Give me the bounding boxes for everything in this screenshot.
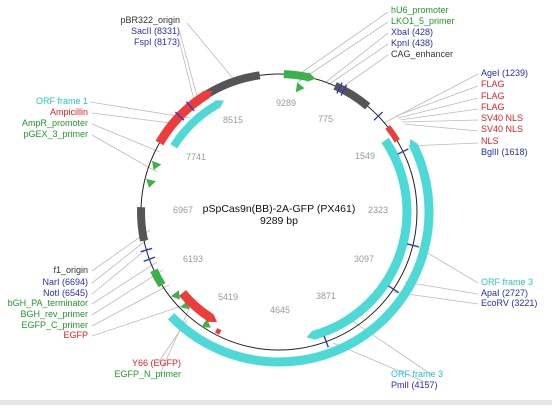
tick-label-2: 1549 [355, 151, 375, 161]
tick-label-1: 775 [318, 114, 333, 124]
label-agei-site[interactable]: AgeI (1239) [481, 68, 528, 78]
tick-label-3: 2323 [368, 205, 388, 215]
label-kpni-site[interactable]: KpnI (438) [391, 38, 433, 48]
tick-label-0: 9289 [276, 98, 296, 108]
label-egfp-c-primer[interactable]: EGFP_C_primer [21, 320, 88, 330]
site-fspi[interactable] [174, 111, 185, 121]
label-pmli-site[interactable]: PmlI (4157) [391, 380, 438, 390]
feature-orf-frame-1-arrow[interactable] [214, 100, 224, 109]
label-ecorv-site[interactable]: EcoRV (3221) [481, 298, 537, 308]
feature-orf-frame-1[interactable] [170, 101, 220, 149]
label-orf-frame-3-b[interactable]: ORF frame 3 [391, 369, 443, 379]
plasmid-name: pSpCas9n(BB)-2A-GFP (PX461) [203, 203, 356, 215]
feature-hu6-promoter[interactable] [283, 70, 309, 81]
feature-pgex-primer[interactable] [146, 178, 156, 188]
feature-layer [137, 70, 434, 367]
feature-flag-sv40-nls[interactable] [385, 125, 400, 143]
tick-label-6: 4645 [270, 305, 290, 315]
site-agei[interactable] [373, 111, 384, 121]
label-nari-site[interactable]: NarI (6694) [42, 277, 88, 287]
site-apai[interactable] [406, 243, 419, 248]
feature-y66[interactable] [214, 328, 222, 335]
feature-orf-frame-3-inner[interactable] [313, 137, 412, 340]
label-xbai-site[interactable]: XbaI (428) [391, 27, 433, 37]
label-pbr322-origin[interactable]: pBR322_origin [120, 15, 180, 25]
label-flag-3[interactable]: FLAG [481, 102, 505, 112]
label-flag-2[interactable]: FLAG [481, 91, 505, 101]
label-bgh-pa-terminator[interactable]: bGH_PA_terminator [8, 298, 88, 308]
label-bgh-rev-primer[interactable]: BGH_rev_primer [20, 309, 88, 319]
label-fspi-site[interactable]: FspI (8173) [134, 37, 180, 47]
label-orf-frame-1[interactable]: ORF frame 1 [36, 96, 88, 106]
leader-lines [89, 11, 479, 385]
label-noti-site[interactable]: NotI (6545) [43, 288, 88, 298]
label-hu6-promoter[interactable]: hU6_promoter [391, 5, 449, 15]
label-bglii-site[interactable]: BglII (1618) [481, 147, 528, 157]
feature-orf-frame-3-outer-arrow[interactable] [409, 139, 419, 149]
feature-ampicillin-arrow[interactable] [203, 90, 213, 100]
label-sacii-site[interactable]: SacII (8331) [131, 26, 180, 36]
site-bglii[interactable] [397, 148, 409, 155]
label-orf-frame-3-a[interactable]: ORF frame 3 [481, 277, 533, 287]
site-noti[interactable] [143, 256, 156, 262]
label-y66-egfp[interactable]: Y66 (EGFP) [132, 358, 181, 368]
feature-bgh-rev-primer[interactable] [171, 290, 180, 300]
label-nls[interactable]: NLS [481, 136, 499, 146]
feature-cag-enhancer[interactable] [333, 82, 371, 110]
tick-label-11: 8515 [223, 115, 243, 125]
label-egfp-n-primer[interactable]: EGFP_N_primer [114, 369, 181, 379]
label-apai-site[interactable]: ApaI (2727) [481, 288, 528, 298]
bottom-scroll-strip [0, 400, 552, 405]
feature-egfp-n-primer[interactable] [201, 318, 211, 328]
feature-orf-frame-3-inner-arrow[interactable] [306, 330, 316, 340]
site-pmli[interactable] [323, 335, 329, 348]
site-nari[interactable] [140, 247, 153, 253]
label-ampicillin[interactable]: Ampicillin [50, 107, 88, 117]
feature-ampr-promoter[interactable] [152, 160, 162, 170]
feature-bgh-terminator[interactable] [150, 268, 166, 288]
feature-f1-origin[interactable] [137, 207, 148, 242]
feature-orf-frame-3-outer[interactable] [167, 144, 434, 367]
site-sacii[interactable] [185, 101, 195, 112]
label-lko1-primer[interactable]: LKO1_5_primer [391, 16, 455, 26]
tick-label-8: 6193 [183, 254, 203, 264]
label-sv40-nls-2[interactable]: SV40 NLS [481, 124, 523, 134]
tick-label-7: 5419 [218, 292, 238, 302]
label-cag-enhancer[interactable]: CAG_enhancer [391, 49, 453, 59]
restriction-site-layer [140, 82, 419, 348]
tick-label-10: 7741 [186, 152, 206, 162]
tick-label-5: 3871 [316, 291, 336, 301]
tick-label-9: 6967 [173, 205, 193, 215]
plasmid-length: 9289 bp [260, 215, 298, 227]
site-xbai[interactable] [336, 82, 343, 94]
label-egfp[interactable]: EGFP [63, 330, 88, 340]
label-pgex-3-primer[interactable]: pGEX_3_primer [23, 129, 88, 139]
label-f1-origin[interactable]: f1_origin [53, 265, 88, 275]
feature-lko1-primer[interactable] [295, 82, 305, 93]
feature-egfp-arrow[interactable] [207, 313, 218, 323]
label-ampr-promoter[interactable]: AmpR_promoter [22, 118, 88, 128]
feature-egfp[interactable] [179, 290, 213, 322]
site-ecorv[interactable] [388, 285, 399, 294]
site-kpni[interactable] [340, 84, 348, 96]
tick-label-4: 3097 [354, 254, 374, 264]
feature-hu6-arrow[interactable] [306, 72, 316, 82]
label-flag-1[interactable]: FLAG [481, 79, 505, 89]
label-sv40-nls-1[interactable]: SV40 NLS [481, 113, 523, 123]
